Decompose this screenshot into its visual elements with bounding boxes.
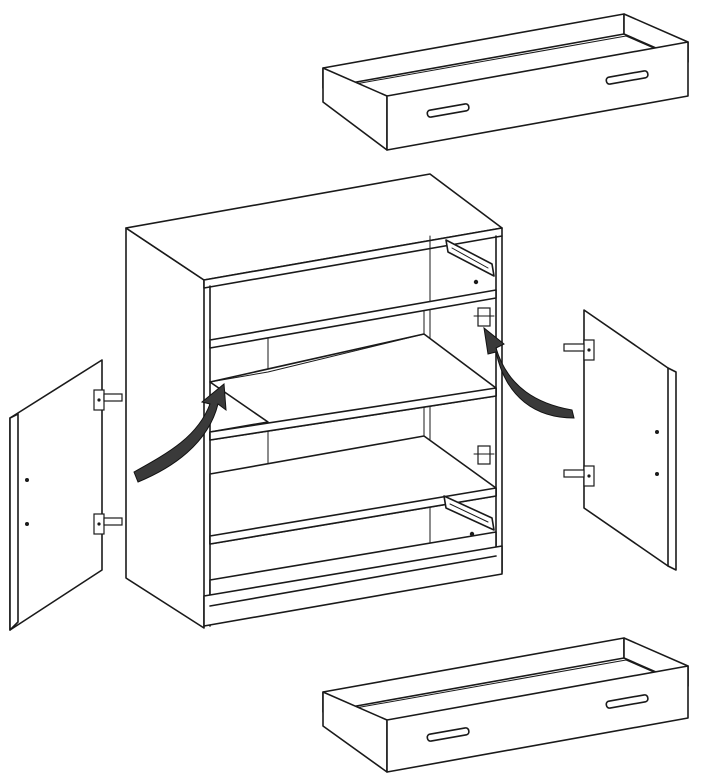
right-door-hole-top bbox=[655, 430, 659, 434]
left-door-hole-bottom bbox=[25, 522, 29, 526]
left-door-panel bbox=[9, 359, 103, 631]
cabinet bbox=[125, 173, 503, 629]
right-door bbox=[563, 309, 677, 571]
drawer-slide-upper bbox=[445, 239, 495, 285]
left-door-hinge-top bbox=[93, 389, 123, 411]
top-drawer-handle-left bbox=[426, 103, 470, 118]
shelf-middle bbox=[209, 333, 497, 441]
right-door-hinge-top bbox=[563, 339, 595, 361]
shelf-lower bbox=[209, 435, 497, 545]
arrow-right-door-to-cabinet bbox=[483, 326, 575, 419]
hinge-plate-lower bbox=[473, 445, 495, 465]
left-door-hinge-bottom bbox=[93, 513, 123, 535]
hinge-plate-upper bbox=[473, 307, 495, 327]
cabinet-plinth bbox=[203, 545, 503, 627]
right-door-hole-bottom bbox=[655, 472, 659, 476]
top-drawer-front bbox=[386, 41, 689, 151]
bottom-drawer-handle-left bbox=[426, 727, 470, 742]
top-drawer-handle-right bbox=[605, 70, 649, 85]
bottom-drawer bbox=[322, 637, 689, 773]
arrow-left-door-to-cabinet bbox=[133, 383, 227, 483]
left-door bbox=[9, 359, 123, 631]
right-door-hinge-bottom bbox=[563, 465, 595, 487]
bottom-drawer-front bbox=[386, 665, 689, 773]
bottom-drawer-handle-right bbox=[605, 694, 649, 709]
shelf-upper bbox=[209, 289, 497, 349]
drawer-slide-lower bbox=[443, 495, 495, 537]
left-door-hole-top bbox=[25, 478, 29, 482]
cabinet-left-side bbox=[125, 227, 205, 629]
top-drawer bbox=[322, 13, 689, 151]
right-door-panel bbox=[583, 309, 677, 571]
